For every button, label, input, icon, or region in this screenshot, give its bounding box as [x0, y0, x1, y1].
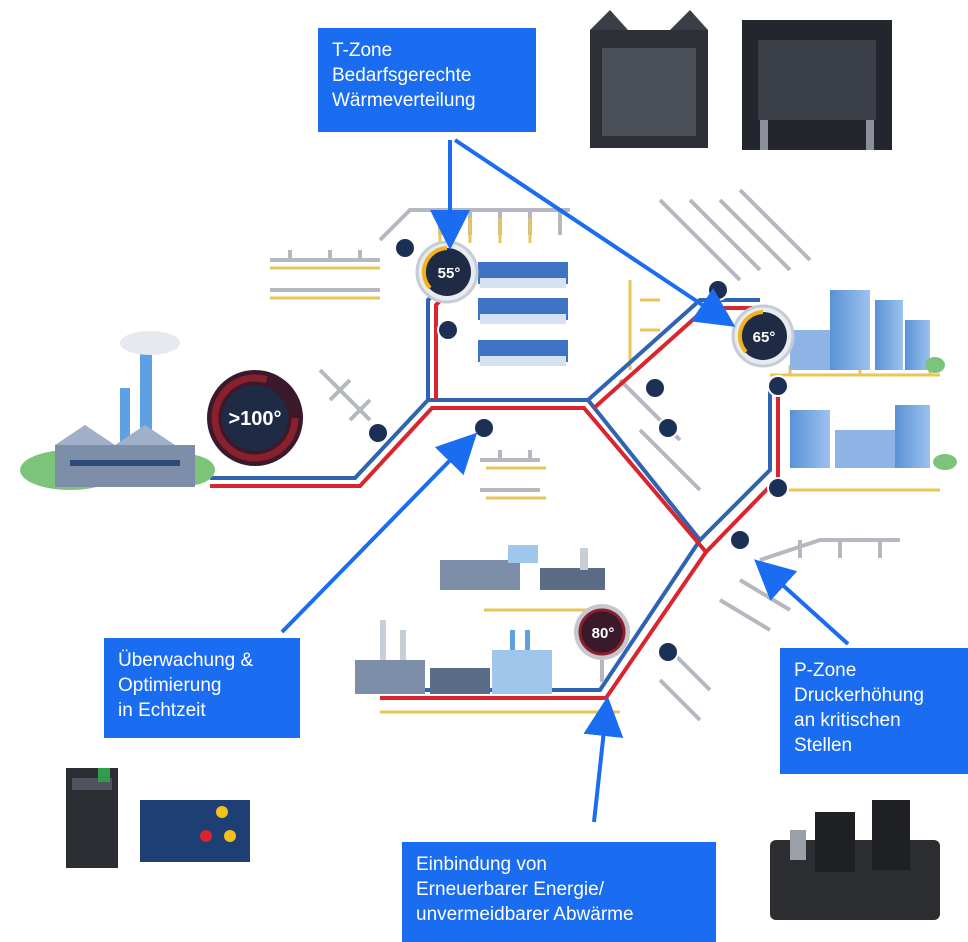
factory-icon	[20, 331, 215, 490]
callout-monitoring: Überwachung & Optimierung in Echtzeit	[104, 638, 300, 738]
valve-icon	[729, 529, 751, 551]
valve-icon	[767, 375, 789, 397]
valve-icon	[657, 417, 679, 439]
gauge-industry: 80°	[574, 604, 630, 682]
valve-icon	[644, 377, 666, 399]
callout-t-zone: T-Zone Bedarfsgerechte Wärmeverteilung	[318, 28, 536, 132]
substation-device-icon	[590, 10, 892, 150]
valve-icon	[437, 319, 459, 341]
solar-house-icon	[478, 262, 568, 366]
valve-icon	[367, 422, 389, 444]
valve-icon	[657, 641, 679, 663]
gauge-residential: 55°	[415, 240, 479, 304]
controller-device-icon	[66, 768, 250, 868]
callout-renewables: Einbindung von Erneuerbarer Energie/ unv…	[402, 842, 716, 942]
valve-icon	[394, 237, 416, 259]
gauge-plant: >100°	[207, 370, 303, 466]
pump-unit-icon	[770, 800, 940, 920]
gauge-city: 65°	[731, 304, 795, 368]
valve-icon	[473, 417, 495, 439]
arrow-t-zone-city	[453, 138, 736, 327]
gauge-city-value: 65°	[753, 329, 776, 346]
arrow-p-zone	[754, 559, 850, 646]
valve-icon	[767, 477, 789, 499]
arrow-monitoring	[280, 432, 478, 634]
industrial-plant-icon	[355, 545, 605, 694]
gauge-residential-value: 55°	[438, 265, 461, 282]
office-building-icon	[790, 290, 957, 470]
callout-p-zone: P-Zone Druckerhöhung an kritischen Stell…	[780, 648, 968, 774]
gauge-plant-value: >100°	[228, 408, 281, 430]
gauge-industry-value: 80°	[592, 625, 615, 642]
valve-icon	[707, 279, 729, 301]
arrow-renewables	[583, 696, 624, 823]
callout-arrows	[280, 138, 850, 823]
